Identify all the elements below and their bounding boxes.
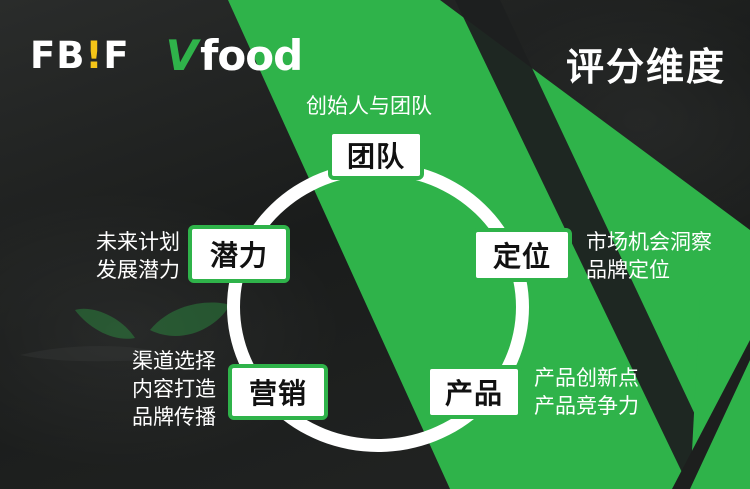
positioning-description-line: 品牌定位 — [586, 258, 670, 282]
potential-description-line: 发展潜力 — [96, 258, 180, 282]
node-potential: 潜力 — [188, 225, 290, 283]
brand-logos: FB!F V food — [30, 30, 304, 80]
node-marketing-label: 营销 — [248, 377, 307, 410]
vfood-logo-v: V — [165, 30, 199, 80]
potential-description: 未来计划 发展潜力 — [80, 228, 180, 284]
marketing-description-line: 渠道选择 — [132, 349, 216, 373]
fbif-logo-suffix: F — [103, 33, 130, 77]
product-description-line: 产品创新点 — [534, 366, 639, 390]
team-description-line: 创始人与团队 — [306, 94, 432, 118]
node-team: 团队 — [328, 130, 424, 180]
node-positioning-label: 定位 — [492, 240, 551, 273]
fbif-logo-mark: ! — [85, 33, 104, 77]
node-potential-label: 潜力 — [209, 239, 268, 272]
potential-description-line: 未来计划 — [96, 230, 180, 254]
vfood-logo-word: food — [200, 30, 303, 80]
node-product-label: 产品 — [444, 377, 503, 410]
marketing-description-line: 品牌传播 — [132, 405, 216, 429]
node-product: 产品 — [426, 365, 522, 419]
product-description-line: 产品竞争力 — [534, 394, 639, 418]
dark-corner-band — [672, 340, 750, 489]
dark-band-shadow — [455, 0, 730, 489]
vfood-logo: V food — [165, 30, 304, 80]
fbif-logo: FB!F — [30, 34, 130, 77]
positioning-description: 市场机会洞察 品牌定位 — [586, 228, 712, 284]
team-description: 创始人与团队 — [306, 92, 432, 120]
node-positioning: 定位 — [472, 228, 572, 282]
marketing-description: 渠道选择 内容打造 品牌传播 — [110, 347, 216, 431]
node-marketing: 营销 — [228, 364, 328, 420]
positioning-description-line: 市场机会洞察 — [586, 230, 712, 254]
product-description: 产品创新点 产品竞争力 — [534, 364, 639, 420]
node-team-label: 团队 — [346, 140, 405, 173]
leaf-decoration — [20, 302, 230, 362]
page-title: 评分维度 — [565, 45, 726, 89]
fbif-logo-prefix: FB — [30, 33, 86, 77]
marketing-description-line: 内容打造 — [132, 377, 216, 401]
